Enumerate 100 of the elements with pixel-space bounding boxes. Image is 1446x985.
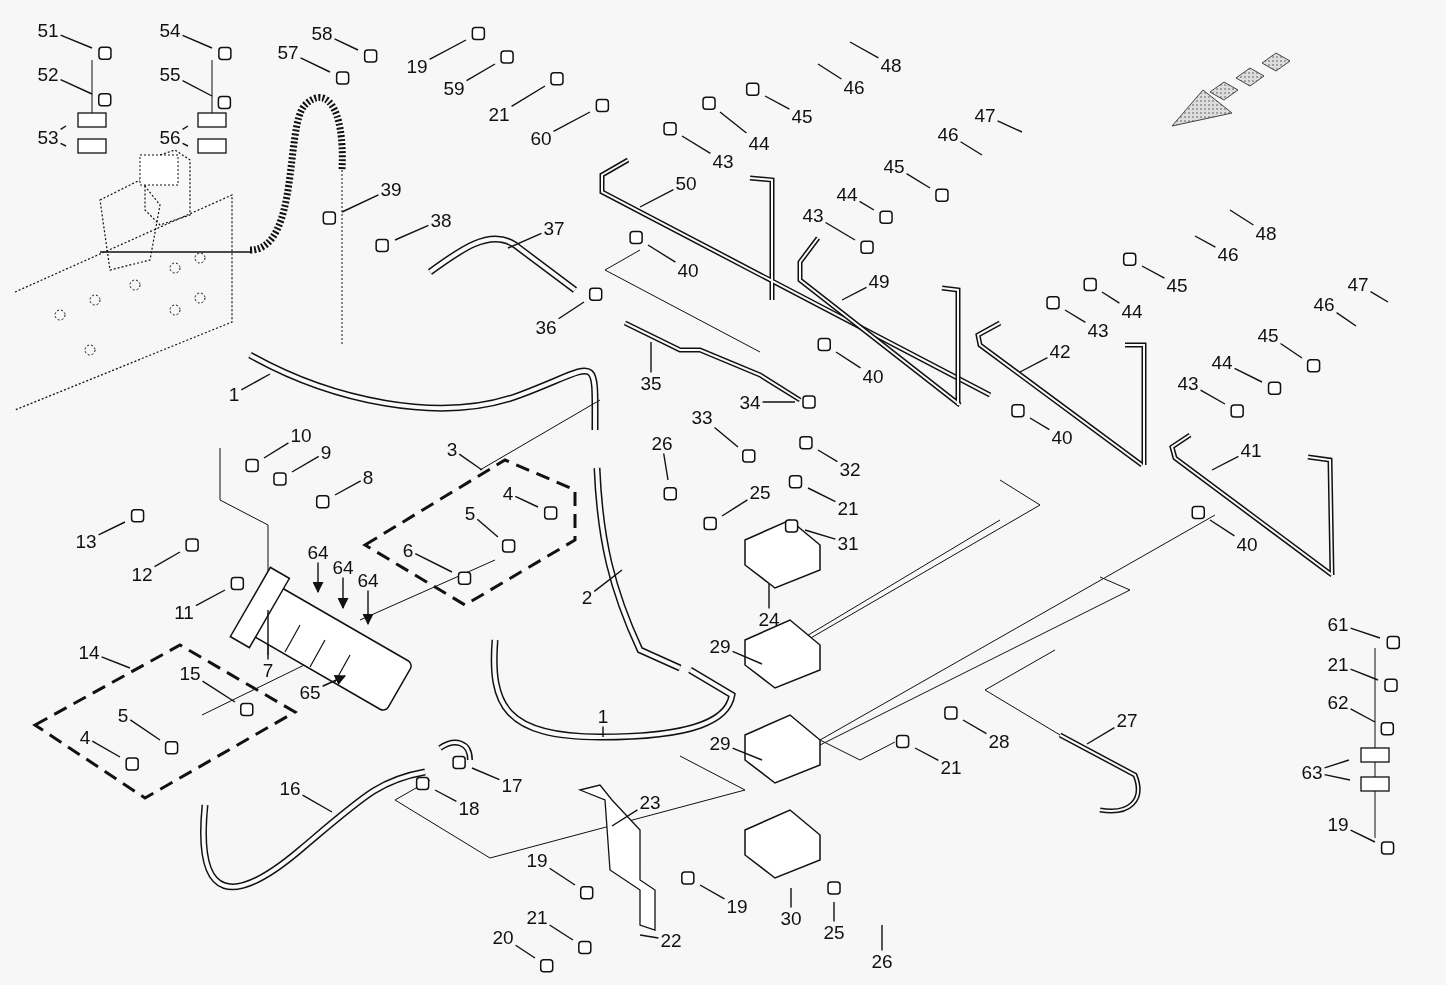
leader-line — [97, 521, 126, 536]
leader-line — [59, 125, 67, 130]
callout-number: 37 — [543, 218, 565, 238]
callout-number: 15 — [179, 663, 201, 683]
callout-number: 22 — [660, 930, 682, 950]
leader-line — [858, 200, 875, 211]
leader-line — [301, 794, 333, 813]
leader-line — [849, 41, 880, 59]
leader-line — [1194, 235, 1217, 248]
leader-line — [611, 809, 639, 827]
callout-number: 17 — [501, 775, 523, 795]
callout-number: 59 — [443, 78, 465, 98]
leader-line — [1323, 759, 1350, 769]
leader-line — [817, 449, 839, 463]
callout-number: 3 — [446, 439, 458, 459]
callout-number: 43 — [1087, 320, 1109, 340]
leader-line — [639, 188, 675, 208]
callout-number: 4 — [79, 727, 91, 747]
leader-line — [394, 224, 430, 241]
leader-line — [312, 561, 324, 594]
leader-line — [835, 351, 862, 369]
callout-number: 21 — [488, 104, 510, 124]
leader-line — [240, 373, 271, 391]
leader-line — [650, 341, 652, 374]
callout-number: 16 — [279, 778, 301, 798]
leader-line — [699, 884, 726, 900]
leader-line — [768, 583, 770, 610]
callout-number: 64 — [307, 542, 329, 562]
leader-line — [639, 934, 660, 939]
leader-line — [824, 221, 856, 241]
callout-number: 40 — [862, 366, 884, 386]
leader-line — [1019, 356, 1049, 373]
callout-number: 44 — [1211, 352, 1233, 372]
leader-line — [552, 111, 591, 133]
leader-line — [713, 426, 739, 448]
leader-line — [1064, 309, 1087, 324]
callout-number: 6 — [402, 540, 414, 560]
leader-line — [1279, 342, 1303, 359]
leader-line — [593, 569, 623, 593]
callout-number: 8 — [362, 467, 374, 487]
leader-line — [1211, 455, 1240, 471]
leader-line — [881, 924, 883, 952]
callout-number: 36 — [535, 317, 557, 337]
leader-line — [263, 442, 290, 459]
leader-line — [299, 57, 331, 73]
callout-number: 19 — [726, 896, 748, 916]
leader-line — [731, 747, 763, 761]
callout-number: 19 — [526, 850, 548, 870]
leader-line — [761, 401, 796, 403]
callout-number: 39 — [380, 179, 402, 199]
callout-number: 58 — [311, 23, 333, 43]
leader-line — [514, 495, 539, 508]
callout-number: 45 — [1257, 325, 1279, 345]
leader-line — [663, 452, 669, 481]
leader-line — [1233, 367, 1263, 383]
leader-line — [1335, 311, 1357, 327]
leader-line — [1369, 290, 1389, 303]
leader-line — [181, 142, 189, 147]
callout-number: 40 — [1236, 534, 1258, 554]
callout-number: 26 — [871, 951, 893, 971]
callout-number: 21 — [526, 907, 548, 927]
leader-line — [602, 725, 604, 738]
leader-line — [905, 173, 931, 189]
leader-line — [996, 120, 1023, 133]
callout-number: 56 — [159, 127, 181, 147]
leader-line — [471, 767, 501, 781]
callout-number: 49 — [868, 271, 890, 291]
leader-line — [681, 135, 712, 155]
leader-line — [1209, 519, 1236, 537]
callout-number: 18 — [458, 798, 480, 818]
leader-line — [959, 141, 983, 156]
callout-number: 65 — [299, 682, 321, 702]
leader-line — [719, 111, 748, 134]
leader-line — [291, 455, 320, 473]
leader-line — [321, 675, 346, 687]
callout-number: 1 — [597, 706, 609, 726]
leader-line — [1101, 291, 1121, 304]
callout-number: 25 — [749, 482, 771, 502]
leader-line — [1029, 417, 1051, 431]
leader-line — [731, 650, 763, 665]
callout-number: 50 — [675, 173, 697, 193]
leader-line — [1349, 627, 1381, 639]
leader-line — [181, 34, 213, 49]
leader-line — [476, 518, 499, 538]
leader-line — [514, 944, 536, 959]
callout-number: 53 — [37, 127, 59, 147]
leader-line — [458, 453, 483, 471]
leader-line — [804, 529, 837, 540]
leader-line — [362, 589, 374, 626]
leader-line — [1141, 265, 1166, 279]
callout-number: 10 — [290, 425, 312, 445]
callout-number: 21 — [940, 757, 962, 777]
leader-line — [334, 480, 362, 496]
callout-number: 42 — [1049, 341, 1071, 361]
leader-line — [1349, 829, 1376, 843]
callout-number: 61 — [1327, 614, 1349, 634]
leader-line — [153, 551, 181, 568]
leader-line — [841, 286, 868, 301]
callout-number: 47 — [1347, 274, 1369, 294]
callout-number: 29 — [709, 636, 731, 656]
